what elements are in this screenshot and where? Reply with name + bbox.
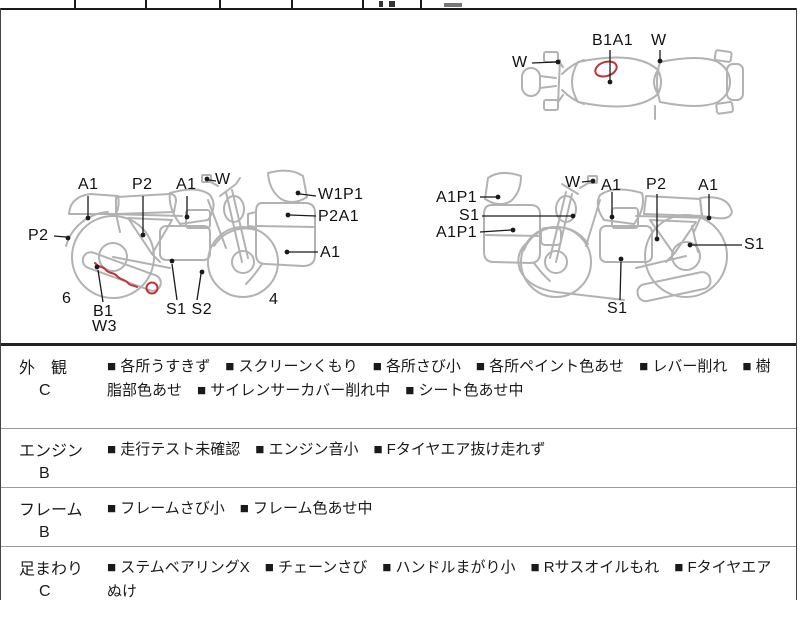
callout-label: B1A1 xyxy=(592,32,634,49)
callout-label: P2 xyxy=(132,176,153,193)
motorcycle-left-side-drawing xyxy=(65,169,316,299)
sketch-canvas xyxy=(53,49,744,303)
sheet-right-border xyxy=(796,8,797,600)
callout-label: S1 xyxy=(459,207,480,224)
callout-label: P2 xyxy=(646,176,667,193)
red-circle-tank-mark xyxy=(594,60,618,78)
clipped-header-row xyxy=(0,0,797,10)
callout-label: S1 S2 xyxy=(166,301,213,318)
callout-label: 4 xyxy=(269,291,279,308)
red-scribble-loop xyxy=(145,281,159,295)
section-label: フレーム B xyxy=(1,488,105,546)
section-grade: B xyxy=(39,465,50,482)
callout-leader-lines xyxy=(53,50,742,303)
callout-label: S1 xyxy=(744,236,765,253)
clipped-text-fragment xyxy=(389,1,395,7)
callout-label: A1 xyxy=(320,244,341,261)
header-cell-divider xyxy=(291,0,293,8)
callout-label: A1 xyxy=(698,177,719,194)
section-row-frame: フレーム B ■ フレームさび小 ■ フレーム色あせ中 xyxy=(1,488,796,547)
header-cell-divider xyxy=(420,0,422,8)
callout-label: W xyxy=(512,54,528,71)
header-cell-divider xyxy=(74,0,76,8)
section-notes: ■ フレームさび小 ■ フレーム色あせ中 xyxy=(107,500,373,517)
red-damage-annotations xyxy=(94,60,618,295)
section-grade: C xyxy=(39,583,51,600)
section-grade: C xyxy=(39,382,51,399)
section-label: 外 観 C xyxy=(1,346,105,428)
section-name: エンジン xyxy=(19,443,84,460)
callout-label: W1P1 xyxy=(318,186,364,203)
section-label: エンジン B xyxy=(1,429,105,487)
callout-dots xyxy=(65,58,712,275)
callout-label: 6 xyxy=(62,290,72,307)
section-notes: ■ 各所うすきず ■ スクリーンくもり ■ 各所さび小 ■ 各所ペイント色あせ … xyxy=(107,358,771,399)
callout-label: W xyxy=(565,174,581,191)
clipped-text-fragment xyxy=(379,1,383,7)
sheet-left-border xyxy=(0,8,1,600)
section-row-engine: エンジン B ■ 走行テスト未確認 ■ エンジン音小 ■ Fタイヤエア抜け走れず xyxy=(1,429,796,488)
section-notes: ■ ステムベアリングX ■ チェーンさび ■ ハンドルまがり小 ■ Rサスオイル… xyxy=(107,559,772,600)
section-row-undercarriage: 足まわり C ■ ステムベアリングX ■ チェーンさび ■ ハンドルまがり小 ■… xyxy=(1,547,796,624)
inspection-sheet: { "colors": {"sketch":"#b2b2b2","annotat… xyxy=(0,0,797,600)
callout-label: P2A1 xyxy=(318,208,360,225)
section-grade: B xyxy=(39,524,50,541)
callout-label: A1P1 xyxy=(436,224,478,241)
clipped-text-fragment xyxy=(444,3,462,7)
callout-label: A1 xyxy=(176,176,197,193)
section-name: 外 観 xyxy=(19,360,68,377)
motorcycle-top-view-drawing xyxy=(521,49,744,120)
red-scribble-muffler-mark xyxy=(94,262,138,288)
callout-label: P2 xyxy=(28,227,49,244)
section-row-exterior: 外 観 C ■ 各所うすきず ■ スクリーンくもり ■ 各所さび小 ■ 各所ペイ… xyxy=(1,346,796,429)
section-label: 足まわり C xyxy=(1,547,105,624)
callout-label: S1 xyxy=(607,300,628,317)
callout-label: W3 xyxy=(92,318,117,335)
callout-label: A1 xyxy=(78,176,99,193)
section-name: フレーム xyxy=(19,502,83,519)
callout-label: W xyxy=(651,32,667,49)
condition-sections-table: 外 観 C ■ 各所うすきず ■ スクリーンくもり ■ 各所さび小 ■ 各所ペイ… xyxy=(1,343,796,624)
header-cell-divider xyxy=(362,0,364,8)
callout-label: B1 xyxy=(93,303,114,320)
callout-label: A1P1 xyxy=(436,189,478,206)
header-cell-divider xyxy=(219,0,221,8)
section-name: 足まわり xyxy=(19,561,84,578)
motorcycle-right-side-drawing xyxy=(483,172,733,303)
section-notes: ■ 走行テスト未確認 ■ エンジン音小 ■ Fタイヤエア抜け走れず xyxy=(107,441,546,458)
callout-label: A1 xyxy=(601,177,622,194)
header-cell-divider xyxy=(145,0,147,8)
callout-label: W xyxy=(215,171,231,188)
